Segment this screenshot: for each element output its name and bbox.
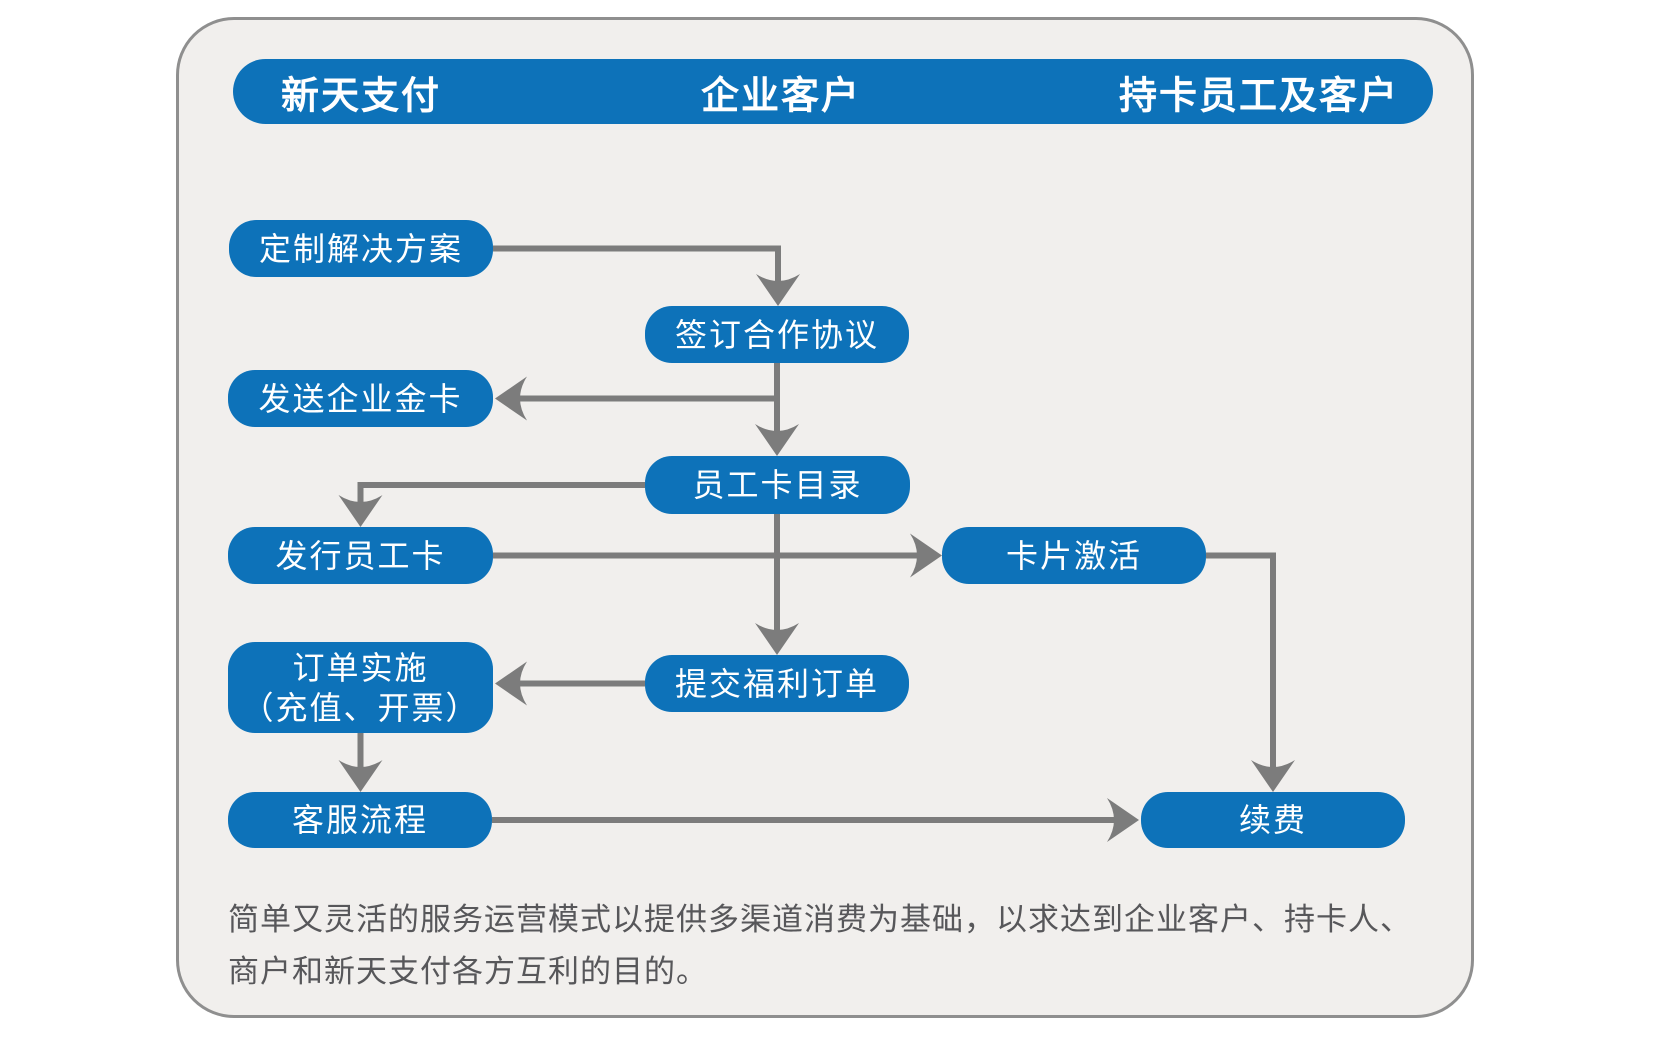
swimlane-header-bar: 新天支付 企业客户 持卡员工及客户 [233,59,1433,124]
node-renewal-label: 续费 [1238,802,1307,838]
swimlane-label-xintian-payment: 新天支付 [280,75,442,117]
node-custom-solution-label: 定制解决方案 [258,230,463,267]
node-order-implementation-label-line1: 订单实施 [292,649,429,686]
footer-description-line2: 商户和新天支付各方互利的目的。 [228,954,708,989]
node-custom-solution: 定制解决方案 [229,220,493,277]
swimlane-label-cardholders: 持卡员工及客户 [1118,75,1400,117]
node-send-gold-card-label: 发送企业金卡 [258,380,463,417]
footer-description: 简单又灵活的服务运营模式以提供多渠道消费为基础，以求达到企业客户、持卡人、 商户… [228,894,1418,998]
node-submit-benefit-order-label: 提交福利订单 [674,665,879,702]
node-card-activation-label: 卡片激活 [1005,537,1142,574]
node-issue-employee-card: 发行员工卡 [228,527,493,584]
node-renewal: 续费 [1141,792,1405,848]
node-order-implementation-label-line2: （充值、开票） [241,689,480,726]
node-sign-agreement-label: 签订合作协议 [674,316,879,353]
node-employee-card-catalog-label: 员工卡目录 [692,467,863,503]
swimlane-label-enterprise-customer: 企业客户 [700,75,862,117]
node-submit-benefit-order: 提交福利订单 [645,655,909,712]
node-card-activation: 卡片激活 [942,527,1206,584]
node-customer-service-label: 客服流程 [291,802,428,838]
node-send-gold-card: 发送企业金卡 [228,370,493,427]
node-customer-service: 客服流程 [228,792,492,848]
node-sign-agreement: 签订合作协议 [645,306,909,363]
flowchart-panel [176,17,1474,1018]
node-order-implementation: 订单实施 （充值、开票） [228,642,493,733]
node-employee-card-catalog: 员工卡目录 [645,456,910,514]
node-issue-employee-card-label: 发行员工卡 [275,537,446,574]
footer-description-line1: 简单又灵活的服务运营模式以提供多渠道消费为基础，以求达到企业客户、持卡人、 [228,902,1412,937]
